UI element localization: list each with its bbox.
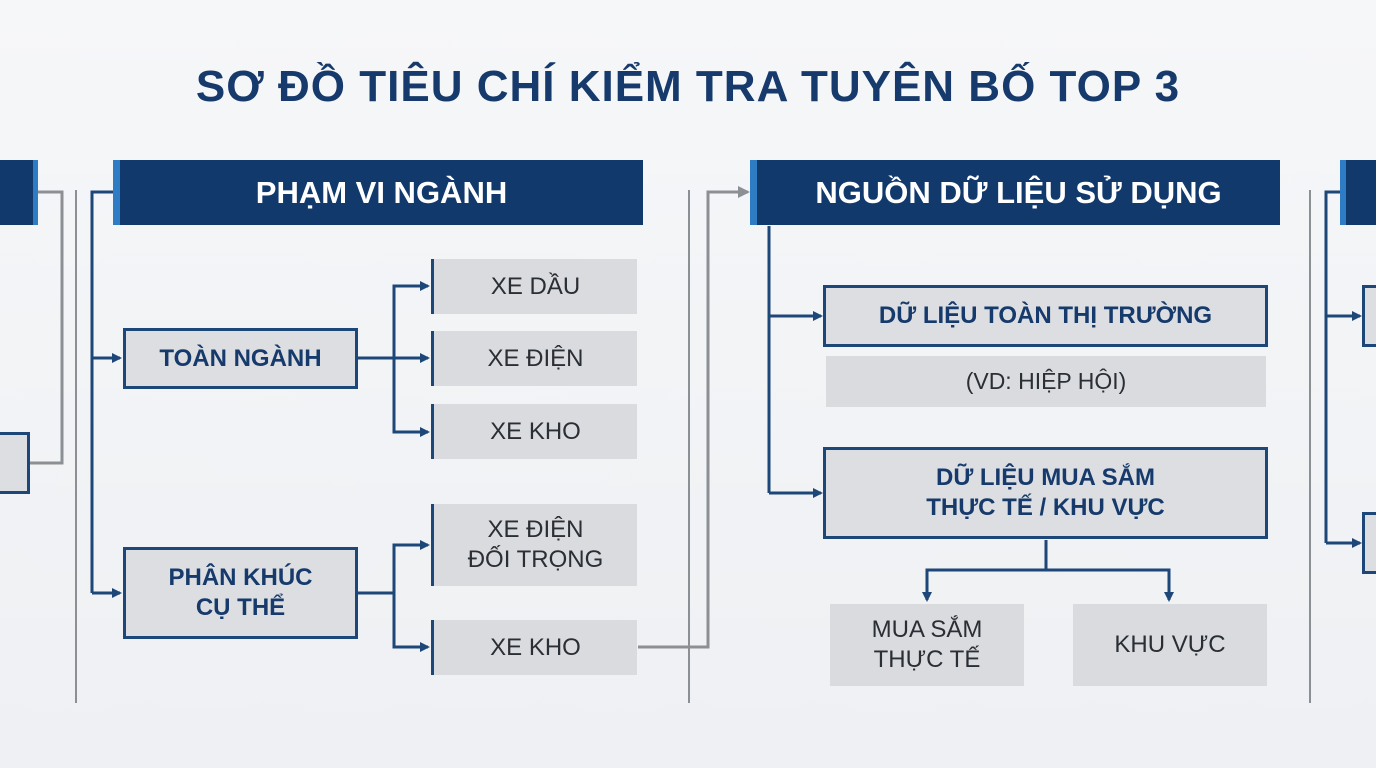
scope-header: PHẠM VI NGÀNH [113,160,643,225]
industry-box: TOÀN NGÀNH [123,328,358,389]
sources-header: NGUỒN DỮ LIỆU SỬ DỤNG [750,160,1280,225]
leaf-mua-sam-thuc-te: MUA SẮM THỰC TẾ [830,604,1024,686]
leaf-xe-dien: XE ĐIỆN [431,331,637,386]
page-title: SƠ ĐỒ TIÊU CHÍ KIỂM TRA TUYÊN BỐ TOP 3 [195,62,1181,111]
leaf-khu-vuc: KHU VỰC [1073,604,1267,686]
purchase-data-box: DỮ LIỆU MUA SẮM THỰC TẾ / KHU VỰC [823,447,1268,539]
leaf-xe-dien-doi-trong: XE ĐIỆN ĐỐI TRỌNG [431,504,637,586]
right-partial-box-bottom [1362,512,1376,574]
left-partial-box [0,432,30,494]
right-partial-box-top [1362,285,1376,347]
leaf-xe-kho: XE KHO [431,404,637,459]
leaf-xe-dau: XE DẦU [431,259,637,314]
leaf-segment-xe-kho: XE KHO [431,620,637,675]
left-partial-header [0,160,38,225]
right-partial-header [1340,160,1376,225]
market-data-note: (VD: HIỆP HỘI) [826,356,1266,407]
segment-box: PHÂN KHÚC CỤ THỂ [123,547,358,639]
market-data-box: DỮ LIỆU TOÀN THỊ TRƯỜNG [823,285,1268,347]
